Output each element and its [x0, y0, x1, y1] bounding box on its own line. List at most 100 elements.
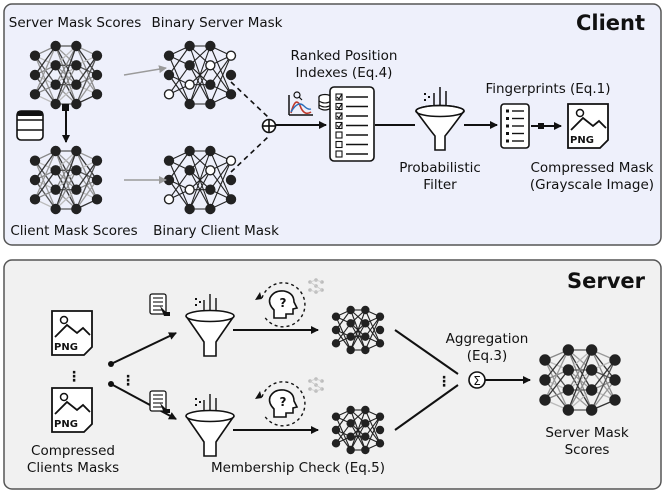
- funnel-input-dot: [195, 404, 197, 406]
- mini-network-edge: [315, 384, 323, 390]
- funnel-input-dot: [199, 401, 201, 403]
- network-node: [91, 50, 103, 61]
- network-node: [184, 40, 195, 52]
- funnel-body: [185, 315, 235, 357]
- network-edge: [75, 179, 98, 210]
- network-node: [331, 325, 341, 335]
- mini-network-edge: [315, 279, 323, 283]
- compressed-clients-label-line1: Compressed: [31, 443, 115, 459]
- network-edge: [189, 150, 211, 210]
- network-node: [539, 354, 551, 366]
- network-node: [562, 364, 575, 376]
- network-edge: [34, 150, 57, 181]
- png-mountain-line: [54, 400, 91, 415]
- server-mask-scores-label: Server Mask Scores: [9, 15, 141, 31]
- network-node: [346, 345, 355, 355]
- network-edge: [55, 45, 77, 85]
- network-node: [163, 69, 175, 81]
- network-edge: [34, 64, 57, 95]
- png-mountain-line: [54, 323, 91, 338]
- compressed-mask-label-line2: (Grayscale Image): [530, 177, 654, 193]
- ranked-index-document-icon: [329, 86, 375, 162]
- network-node: [225, 155, 237, 166]
- network-node: [361, 319, 370, 328]
- network-node: [29, 69, 41, 81]
- probabilistic-filter-label-line2: Filter: [423, 177, 457, 193]
- fingerprint-doc-icon-bottom: [149, 390, 170, 413]
- network-node: [225, 69, 237, 81]
- network-node: [91, 89, 103, 100]
- network-node: [205, 79, 216, 90]
- network-node: [205, 203, 216, 215]
- network-node: [375, 325, 385, 335]
- mini-network-edge: [309, 380, 317, 386]
- network-node: [225, 50, 237, 61]
- fingerprint-bullet: [506, 117, 509, 120]
- question-mark-text: ?: [280, 296, 287, 310]
- fingerprint-bullet: [506, 132, 509, 135]
- network-edge: [168, 170, 191, 200]
- network-node: [205, 40, 216, 52]
- checkbox-mark: [335, 131, 343, 139]
- brain-head-outline: [268, 290, 299, 319]
- network-node: [50, 184, 61, 195]
- network-node: [163, 194, 175, 205]
- network-node: [585, 344, 598, 356]
- network-edge: [209, 55, 232, 85]
- brain-head-outline: [268, 389, 299, 418]
- network-node: [91, 155, 103, 166]
- fingerprints-label: Fingerprints (Eq.1): [485, 81, 610, 97]
- down-arrow-start-square: [62, 104, 69, 111]
- network-node: [205, 165, 216, 176]
- compressed-mask-label-line1: Compressed Mask: [531, 160, 654, 176]
- compressed-mask-png-icon: PNG: [567, 103, 609, 149]
- network-node: [184, 98, 195, 110]
- fingerprints-arrow-start-square: [538, 123, 544, 129]
- funnel-input-dot: [195, 298, 197, 300]
- funnel-body: [185, 415, 235, 457]
- mini-network-edge: [315, 285, 323, 291]
- network-node: [29, 174, 41, 186]
- binary-client-mask-network: [163, 145, 237, 215]
- membership-filter-icon-bottom: [185, 394, 235, 457]
- aggregation-label-line1: Aggregation: [446, 331, 529, 347]
- network-edge: [55, 150, 77, 190]
- png-mountain-line: [570, 116, 607, 131]
- network-edge: [34, 150, 57, 200]
- binary-server-mask-network: [163, 40, 237, 110]
- fingerprint-bullet: [506, 124, 509, 128]
- network-node: [609, 374, 621, 386]
- server-scores-label-line2: Scores: [565, 442, 610, 458]
- client-mask-scores-network: [29, 145, 103, 215]
- mini-network-edge: [309, 388, 317, 392]
- network-node: [346, 332, 355, 341]
- network-node: [50, 60, 61, 71]
- network-node: [205, 98, 216, 110]
- membership-check-label: Membership Check (Eq.5): [211, 460, 385, 476]
- network-edge: [189, 45, 211, 105]
- checkbox-mark: [335, 102, 343, 111]
- check-mark: [336, 122, 343, 129]
- network-edge: [75, 74, 98, 105]
- network-edge: [168, 65, 191, 95]
- network-node: [361, 405, 370, 415]
- network-edge: [55, 45, 77, 105]
- network-node: [184, 165, 195, 176]
- fingerprint-doc-arrow: [160, 306, 170, 316]
- network-node: [585, 384, 598, 396]
- branch-arrow-top: [110, 332, 177, 365]
- network-node: [29, 194, 41, 205]
- network-node: [184, 79, 195, 90]
- network-edge: [350, 323, 366, 351]
- network-node: [375, 312, 385, 321]
- funnel-rim: [185, 309, 235, 323]
- network-node: [361, 419, 370, 428]
- network-node: [562, 344, 575, 356]
- network-edge: [567, 369, 593, 411]
- network-node: [346, 419, 355, 428]
- network-edge: [591, 379, 616, 411]
- fingerprints-document-icon: [500, 103, 530, 149]
- checkbox-mark: [335, 121, 343, 130]
- mini-network-edge: [315, 378, 323, 382]
- network-edge: [567, 349, 593, 411]
